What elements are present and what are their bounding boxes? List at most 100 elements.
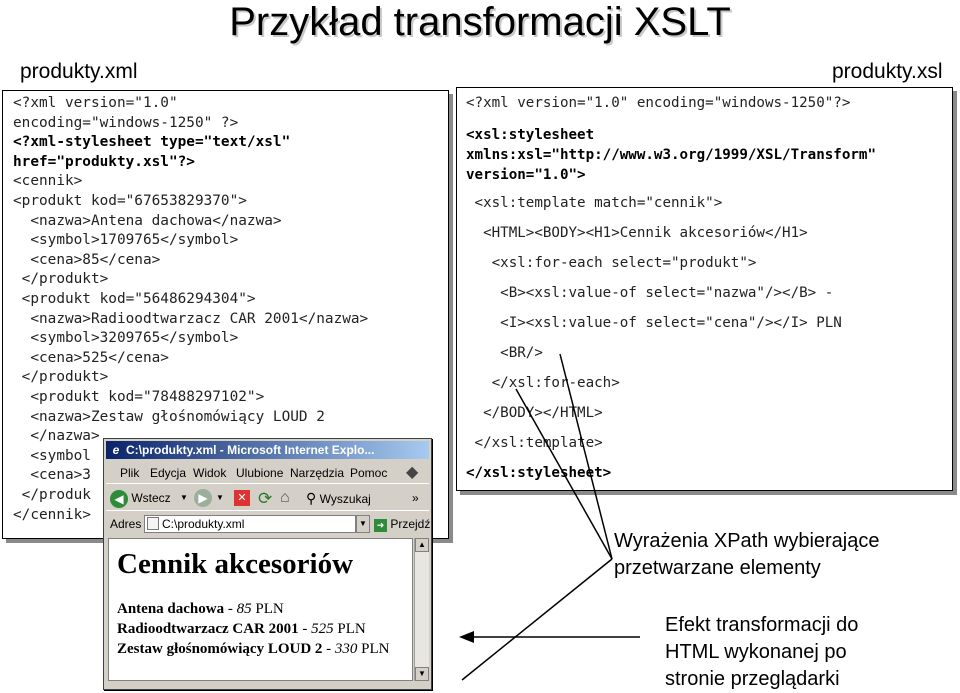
search-button-label: Wyszukaj: [319, 492, 371, 506]
slide-title: Przykład transformacji XSLT: [229, 0, 731, 44]
xpath-arrow-line-2: [515, 388, 613, 560]
menu-item-ulubione[interactable]: Ulubione: [236, 466, 284, 480]
browser-toolbar: ◀ Wstecz ▼ ▶ ▼ ✕ ⟳ ⌂ ⚲ Wyszukaj »: [106, 486, 429, 511]
back-button[interactable]: ◀ Wstecz: [110, 486, 171, 510]
code-line: </xsl:stylesheet>: [466, 465, 612, 481]
code-line: <xsl:stylesheet: [466, 127, 595, 143]
code-line: </xsl:for-each>: [466, 375, 620, 391]
search-button[interactable]: ⚲ Wyszukaj: [306, 486, 371, 511]
effect-annotation-line: HTML wykonanej po: [665, 641, 847, 663]
code-line: <cena>85</cena>: [13, 251, 161, 268]
code-line: <cena>3: [13, 467, 91, 484]
code-line: xmlns:xsl="http://www.w3.org/1999/XSL/Tr…: [466, 147, 876, 163]
home-button[interactable]: ⌂: [280, 489, 290, 506]
product-unit: PLN: [251, 601, 284, 617]
product-price: 525: [311, 621, 334, 637]
back-arrow-icon: ◀: [110, 489, 128, 508]
effect-arrow-head: [459, 631, 474, 643]
menu-item-widok[interactable]: Widok: [193, 466, 227, 480]
code-line: </BODY></HTML>: [466, 405, 603, 421]
go-button[interactable]: ➜ Przejdź: [374, 513, 430, 535]
code-line: <cennik>: [13, 173, 83, 190]
menu-item-narzedzia[interactable]: Narzędzia: [290, 466, 345, 480]
code-line: <?xml-stylesheet type="text/xsl": [13, 134, 291, 151]
code-line: <produkt kod="78488297102">: [13, 389, 265, 405]
code-line: <BR/>: [466, 345, 543, 361]
code-line: <nazwa>Antena dachowa</nazwa>: [13, 212, 282, 229]
product-price: 85: [236, 601, 252, 617]
code-line: <nazwa>Zestaw głośnomówiący LOUD 2: [13, 408, 325, 425]
effect-annotation-line: stronie przeglądarki: [665, 668, 840, 690]
code-line: </produkt>: [13, 369, 109, 386]
xsl-file-label: produkty.xsl: [832, 60, 943, 83]
forward-button[interactable]: ▶: [194, 489, 212, 507]
xml-file-label: produkty.xml: [20, 60, 138, 83]
browser-window: e C:\produkty.xml - Microsoft Internet E…: [103, 438, 432, 690]
go-arrow-icon: ➜: [374, 519, 387, 532]
vertical-scrollbar[interactable]: ▲ ▼: [414, 538, 429, 681]
address-value: C:\produkty.xml: [162, 517, 245, 531]
back-button-label: Wstecz: [131, 491, 171, 505]
code-line: <produkt kod="67653829370">: [13, 193, 247, 209]
browser-window-title: C:\produkty.xml - Microsoft Internet Exp…: [126, 443, 375, 457]
product-separator: -: [322, 641, 335, 657]
code-line: <xsl:template match="cennik">: [466, 195, 723, 211]
product-line: Antena dachowa - 85 PLN: [117, 600, 284, 619]
code-line: </nazwa>: [13, 428, 100, 445]
code-line: encoding="windows-1250" ?>: [13, 114, 239, 131]
code-line: <produkt kod="56486294304">: [13, 291, 256, 307]
back-dropdown-icon[interactable]: ▼: [180, 493, 188, 502]
xpath-arrow-line-1: [461, 558, 613, 681]
xpath-arrow-line-3: [559, 353, 613, 560]
code-line: <symbol>1709765</symbol>: [13, 232, 239, 249]
code-line: </produk: [13, 487, 91, 503]
code-line: <HTML><BODY><H1>Cennik akcesoriów</H1>: [466, 225, 808, 241]
xpath-annotation-line: przetwarzane elementy: [614, 557, 821, 579]
address-input[interactable]: C:\produkty.xml: [144, 515, 356, 533]
scroll-up-icon[interactable]: ▲: [415, 538, 429, 552]
menu-item-pomoc[interactable]: Pomoc: [350, 466, 388, 480]
xpath-annotation-line: Wyrażenia XPath wybierające: [614, 530, 880, 552]
product-line: Zestaw głośnomówiący LOUD 2 - 330 PLN: [117, 640, 390, 659]
code-line: href="produkty.xsl"?>: [13, 153, 195, 170]
code-line: <I><xsl:value-of select="cena"/></I> PLN: [466, 315, 842, 331]
scroll-down-icon[interactable]: ▼: [415, 667, 429, 681]
code-line: <cena>525</cena>: [13, 349, 169, 366]
effect-annotation-line: Efekt transformacji do: [665, 614, 859, 636]
address-label: Adres: [110, 517, 142, 531]
forward-dropdown-icon[interactable]: ▼: [216, 493, 224, 502]
address-dropdown-icon[interactable]: ▼: [356, 515, 370, 533]
code-line: <symbol>3209765</symbol>: [13, 330, 239, 347]
code-line: <?xml version="1.0" encoding="windows-12…: [466, 95, 851, 111]
address-bar: Adres C:\produkty.xml ▼ ➜ Przejdź: [106, 513, 430, 535]
product-separator: -: [298, 621, 312, 637]
code-line: <xsl:for-each select="produkt">: [466, 255, 757, 271]
product-unit: PLN: [357, 641, 390, 657]
code-line: <nazwa>Radioodtwarzacz CAR 2001</nazwa>: [13, 310, 369, 327]
product-separator: -: [224, 601, 237, 617]
toolbar-overflow-icon[interactable]: »: [412, 491, 419, 505]
product-name: Radioodtwarzacz CAR 2001: [117, 621, 299, 637]
code-line: </cennik>: [13, 506, 91, 523]
go-button-label: Przejdź: [390, 517, 431, 531]
refresh-button[interactable]: ⟳: [258, 489, 273, 508]
ie-logo-icon: e: [112, 443, 120, 457]
page-heading: Cennik akcesoriów: [117, 548, 354, 580]
code-line: <?xml version="1.0": [13, 95, 178, 111]
search-icon: ⚲: [306, 490, 317, 506]
code-line: </produkt>: [13, 271, 109, 288]
stop-button[interactable]: ✕: [234, 490, 250, 506]
product-name: Antena dachowa: [117, 601, 225, 617]
menu-item-edycja[interactable]: Edycja: [150, 466, 187, 480]
code-line: <B><xsl:value-of select="nazwa"/></B> -: [466, 285, 834, 301]
page-icon: [147, 517, 159, 530]
browser-titlebar: e C:\produkty.xml - Microsoft Internet E…: [106, 441, 429, 459]
product-price: 330: [334, 641, 358, 657]
menu-item-plik[interactable]: Plik: [120, 466, 140, 480]
windows-flag-icon: ◆: [406, 464, 419, 481]
product-name: Zestaw głośnomówiący LOUD 2: [117, 641, 323, 657]
xpath-annotation: Wyrażenia XPath wybierające przetwarzane…: [614, 528, 880, 582]
code-line: <symbol: [13, 447, 91, 464]
xsl-code-panel: <?xml version="1.0" encoding="windows-12…: [456, 87, 953, 491]
